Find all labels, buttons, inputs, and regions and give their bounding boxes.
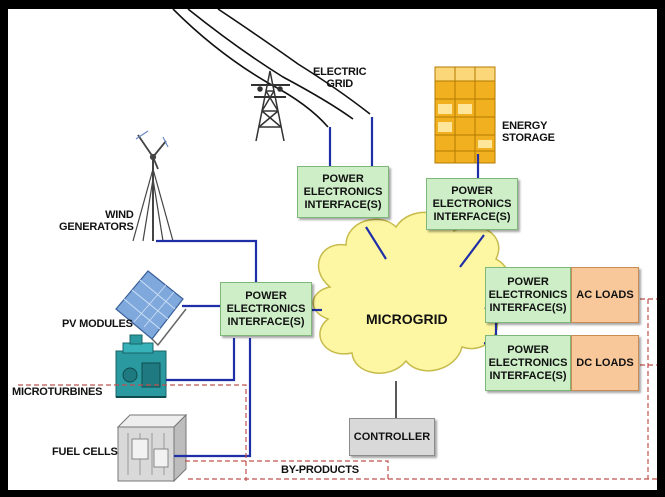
interface-line2: ELECTRONICS xyxy=(432,197,512,210)
interface-line2: ELECTRONICS xyxy=(488,356,568,369)
interface-line1: POWER xyxy=(507,343,549,356)
interface-line3: INTERFACE(S) xyxy=(304,198,382,211)
grid-interface-text: POWER ELECTRONICS INTERFACE(S) xyxy=(304,173,383,212)
dc-interface-box: POWER ELECTRONICS INTERFACE(S) xyxy=(485,335,571,391)
wind-generators-line2: GENERATORS xyxy=(59,221,134,233)
ac-interface-box: POWER ELECTRONICS INTERFACE(S) xyxy=(485,267,571,323)
energy-storage-line2: STORAGE xyxy=(502,132,555,144)
microturbines-label: MICROTURBINES xyxy=(12,386,103,398)
fuel-cell-icon xyxy=(116,413,188,483)
interface-line3: INTERFACE(S) xyxy=(433,210,511,223)
interface-line3: INTERFACE(S) xyxy=(489,369,567,382)
microgrid-label: MICROGRID xyxy=(366,311,448,327)
interface-line3: INTERFACE(S) xyxy=(489,301,567,314)
interface-line3: INTERFACE(S) xyxy=(227,315,305,328)
energy-storage-line1: ENERGY xyxy=(502,120,548,132)
wind-generators-line1: WIND xyxy=(105,209,134,221)
storage-interface-box: POWER ELECTRONICS INTERFACE(S) xyxy=(426,178,518,230)
ac-interface-text: POWER ELECTRONICS INTERFACE(S) xyxy=(489,276,568,315)
interface-line2: ELECTRONICS xyxy=(488,288,568,301)
interface-line1: POWER xyxy=(322,172,364,185)
interface-line2: ELECTRONICS xyxy=(303,185,383,198)
wind-turbine-icon xyxy=(132,130,174,242)
ac-loads-box: AC LOADS xyxy=(571,267,639,323)
interface-line1: POWER xyxy=(507,275,549,288)
microgrid-cloud xyxy=(312,211,512,374)
controller-box: CONTROLLER xyxy=(349,418,435,456)
electric-grid-line1: ELECTRIC xyxy=(313,66,367,78)
energy-storage-icon xyxy=(434,66,496,164)
electric-grid-line2: GRID xyxy=(326,78,354,90)
interface-line2: ELECTRONICS xyxy=(226,302,306,315)
grid-interface-box: POWER ELECTRONICS INTERFACE(S) xyxy=(297,166,389,218)
storage-interface-text: POWER ELECTRONICS INTERFACE(S) xyxy=(433,185,512,224)
pv-modules-label: PV MODULES xyxy=(62,318,133,330)
microturbine-icon xyxy=(115,334,167,398)
connections-layer xyxy=(18,9,657,483)
sources-interface-text: POWER ELECTRONICS INTERFACE(S) xyxy=(227,290,306,329)
sources-interface-box: POWER ELECTRONICS INTERFACE(S) xyxy=(220,282,312,336)
by-products-label: BY-PRODUCTS xyxy=(281,464,359,476)
fuel-cells-label: FUEL CELLS xyxy=(52,446,118,458)
electric-grid-label: ELECTRIC GRID xyxy=(313,66,367,90)
microgrid-diagram: ELECTRIC GRID ENERGY STORAGE WIND GENERA… xyxy=(8,9,657,490)
energy-storage-label: ENERGY STORAGE xyxy=(502,120,555,144)
wind-generators-label: WIND GENERATORS xyxy=(59,209,134,233)
dc-interface-text: POWER ELECTRONICS INTERFACE(S) xyxy=(489,344,568,383)
interface-line1: POWER xyxy=(451,184,493,197)
interface-line1: POWER xyxy=(245,289,287,302)
solar-panel-icon xyxy=(115,270,187,347)
transmission-tower-icon xyxy=(251,70,290,142)
dc-loads-box: DC LOADS xyxy=(571,335,639,391)
overhead-lines xyxy=(172,9,371,128)
